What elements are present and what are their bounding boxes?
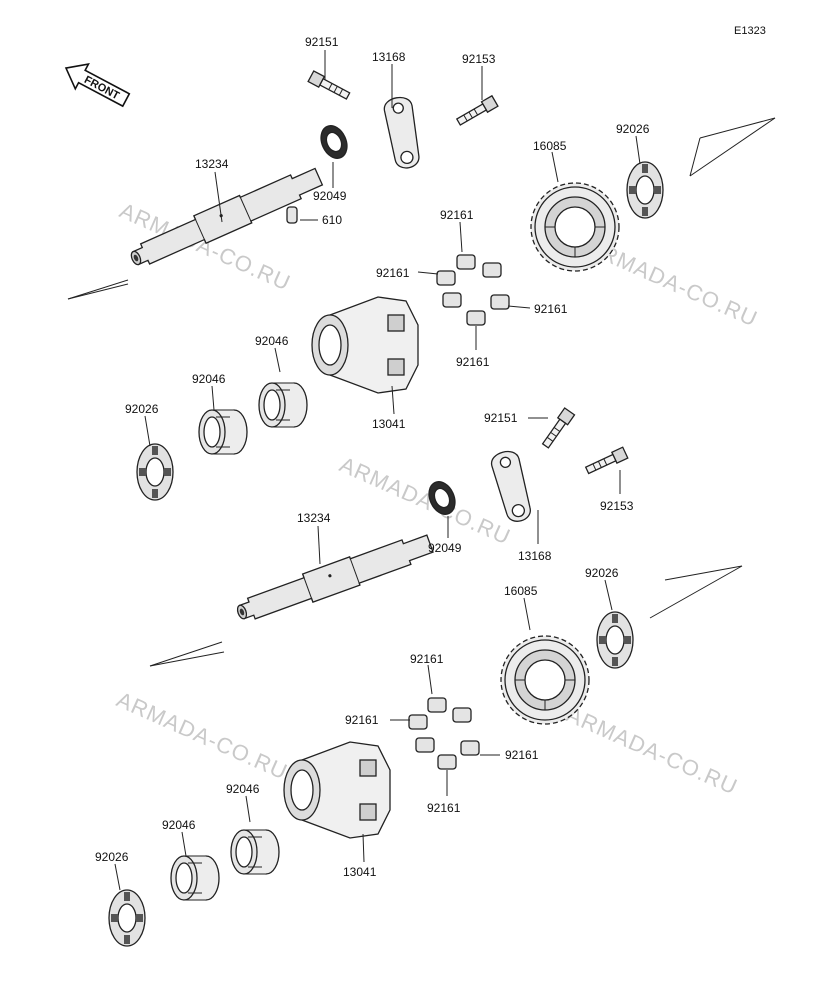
bolt-part xyxy=(539,407,576,450)
needle-bearing-part xyxy=(198,409,248,455)
callout-92151: 92151 xyxy=(484,411,518,425)
callout-92046: 92046 xyxy=(192,372,226,386)
assembly-top: 92151 13168 92153 13234 92049 610 16085 … xyxy=(67,35,776,501)
needle-bearing-part xyxy=(230,829,280,875)
front-arrow-icon: FRONT xyxy=(64,63,131,108)
callout-16085: 16085 xyxy=(504,584,538,598)
damper-part xyxy=(456,254,476,270)
callout-13234: 13234 xyxy=(195,157,229,171)
callout-92026: 92026 xyxy=(95,850,129,864)
needle-bearing-part xyxy=(170,855,220,901)
lever-arm-part xyxy=(488,447,536,526)
callout-92026: 92026 xyxy=(616,122,650,136)
callout-92161: 92161 xyxy=(456,355,490,369)
callout-92153: 92153 xyxy=(600,499,634,513)
callout-92026: 92026 xyxy=(125,402,159,416)
callout-610: 610 xyxy=(322,213,342,227)
watermark-text: ARMADA-CO.RU xyxy=(113,687,292,785)
clutch-hub-part xyxy=(283,741,391,839)
callout-92153: 92153 xyxy=(462,52,496,66)
gear-part xyxy=(530,182,620,272)
callout-13168: 13168 xyxy=(372,50,406,64)
damper-part xyxy=(452,707,472,723)
callout-16085: 16085 xyxy=(533,139,567,153)
bolt-part xyxy=(583,446,629,477)
assembly-bottom: 92151 92153 13168 92049 13234 92026 1608… xyxy=(95,407,743,947)
lever-arm-part xyxy=(382,94,424,171)
callout-92049: 92049 xyxy=(313,189,347,203)
callout-92151: 92151 xyxy=(305,35,339,49)
callout-92046: 92046 xyxy=(162,818,196,832)
damper-group xyxy=(408,697,480,770)
damper-part xyxy=(460,740,480,756)
callout-92161: 92161 xyxy=(505,748,539,762)
callout-13168: 13168 xyxy=(518,549,552,563)
damper-part xyxy=(482,262,502,278)
damper-part xyxy=(436,270,456,286)
callout-92046: 92046 xyxy=(226,782,260,796)
watermark-text: ARMADA-CO.RU xyxy=(336,452,515,550)
callout-13234: 13234 xyxy=(297,511,331,525)
washer-part xyxy=(108,889,146,947)
callout-92161: 92161 xyxy=(534,302,568,316)
diagram-code: E1323 xyxy=(734,25,766,37)
callout-92161: 92161 xyxy=(376,266,410,280)
callout-92026: 92026 xyxy=(585,566,619,580)
callout-92161: 92161 xyxy=(410,652,444,666)
pin-part xyxy=(286,206,298,224)
washer-part xyxy=(596,611,634,669)
damper-part xyxy=(490,294,510,310)
bolt-part xyxy=(454,95,499,128)
oil-seal-part xyxy=(315,120,353,164)
damper-group xyxy=(436,254,510,326)
washer-part xyxy=(136,443,174,501)
damper-part xyxy=(442,292,462,308)
damper-part xyxy=(415,737,435,753)
damper-part xyxy=(408,714,428,730)
damper-part xyxy=(427,697,447,713)
callout-92046: 92046 xyxy=(255,334,289,348)
callout-13041: 13041 xyxy=(372,417,406,431)
callout-92049: 92049 xyxy=(428,541,462,555)
needle-bearing-part xyxy=(258,382,308,428)
damper-part xyxy=(437,754,457,770)
bolt-part xyxy=(307,70,352,102)
callout-92161: 92161 xyxy=(427,801,461,815)
gear-part xyxy=(500,635,590,725)
shaft-part xyxy=(232,528,436,629)
watermark-text: ARMADA-CO.RU xyxy=(563,702,742,800)
clutch-hub-part xyxy=(311,296,419,394)
damper-part xyxy=(466,310,486,326)
washer-part xyxy=(626,161,664,219)
callout-13041: 13041 xyxy=(343,865,377,879)
callout-92161: 92161 xyxy=(440,208,474,222)
callout-92161: 92161 xyxy=(345,713,379,727)
